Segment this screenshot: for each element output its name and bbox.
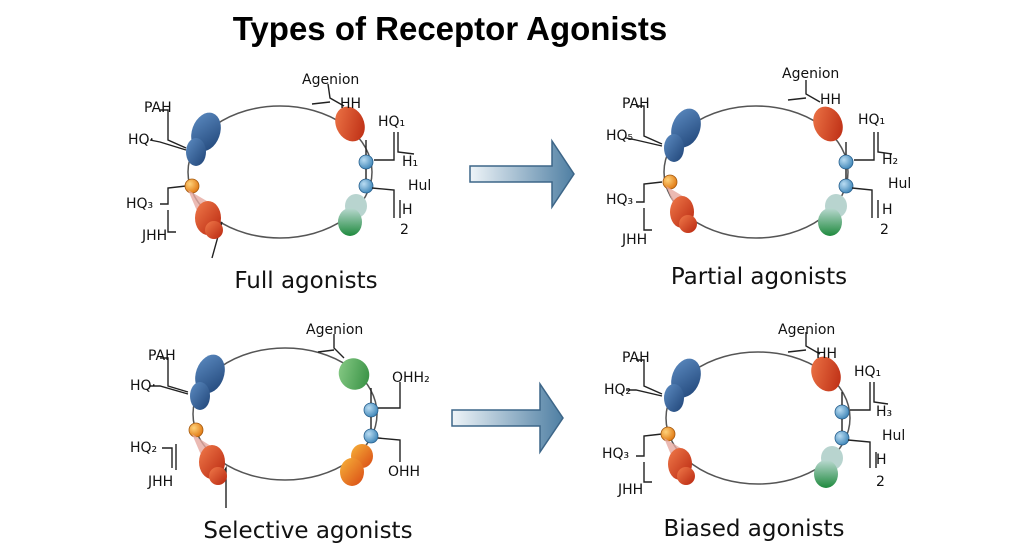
red-domain-top xyxy=(813,106,843,142)
red-domain xyxy=(668,448,695,485)
node-1 xyxy=(838,154,854,170)
blue-domain xyxy=(664,358,701,412)
caption-biased-agonists: Biased agonists xyxy=(663,516,844,542)
label-ho-bottom: HQ₂ xyxy=(130,440,157,456)
label-pah: PAH xyxy=(144,100,172,116)
label-ho-top: HQ₅ xyxy=(606,128,633,144)
label-hh: HH xyxy=(816,346,837,362)
label-jhh: JHH xyxy=(141,228,167,244)
label-ho-top: HQ· xyxy=(128,132,154,148)
panel-selective-agonists: PAH HQ· HQ₂ JHH Agenion OHH₂ OHH Selecti… xyxy=(130,322,430,544)
label-r1: OHH₂ xyxy=(392,370,430,386)
label-r1: HQ₁ xyxy=(858,112,885,128)
label-r3: Hul xyxy=(408,178,431,194)
label-ho-bottom: HQ₃ xyxy=(606,192,633,208)
label-r3: Hul xyxy=(888,176,911,192)
panel-partial-agonists: PAH HQ₅ HQ₃ JHH Agenion HH HQ₁ H₂ Hul H … xyxy=(606,66,911,290)
label-jhh: JHH xyxy=(617,482,643,498)
red-domain-top xyxy=(811,356,841,392)
page-title: Types of Receptor Agonists xyxy=(232,10,668,47)
arrow-bottom xyxy=(451,381,564,455)
junction-node xyxy=(662,174,678,190)
label-r5: 2 xyxy=(876,474,885,490)
node-1 xyxy=(363,402,379,418)
receptor-ring xyxy=(187,105,373,239)
label-r1: HQ₁ xyxy=(378,114,405,130)
red-domain xyxy=(670,196,697,233)
blue-domain xyxy=(186,112,221,166)
label-ho-top: HQ₂ xyxy=(604,382,631,398)
label-agenion: Agenion xyxy=(778,322,835,338)
red-domain-top xyxy=(335,106,365,142)
node-2 xyxy=(838,178,854,194)
green-domain xyxy=(814,446,843,488)
label-ho-bottom: HQ₃ xyxy=(602,446,629,462)
junction-node xyxy=(184,178,200,194)
label-ho-top: HQ· xyxy=(130,378,156,394)
receptor-ring xyxy=(663,105,849,239)
node-1 xyxy=(834,404,850,420)
label-r5: 2 xyxy=(880,222,889,238)
label-r1: HQ₁ xyxy=(854,364,881,380)
label-r2: H₁ xyxy=(402,154,418,170)
caption-full-agonists: Full agonists xyxy=(234,268,377,294)
label-jhh: JHH xyxy=(147,474,173,490)
label-r4: H xyxy=(882,202,893,218)
caption-selective-agonists: Selective agonists xyxy=(203,518,412,544)
panel-full-agonists: PAH HQ· HQ₃ JHH Agenion HH HQ₁ H₁ Hul H … xyxy=(126,72,431,294)
receptor-ring xyxy=(665,351,851,485)
orange-domain xyxy=(340,444,373,486)
label-pah: PAH xyxy=(148,348,176,364)
panel-biased-agonists: PAH HQ₂ HQ₃ JHH Agenion HH HQ₁ H₃ Hul H … xyxy=(602,322,905,542)
caption-partial-agonists: Partial agonists xyxy=(671,264,847,290)
junction-node xyxy=(188,422,204,438)
label-agenion: Agenion xyxy=(782,66,839,82)
label-r4: OHH xyxy=(388,464,420,480)
red-domain xyxy=(199,445,227,485)
blue-domain xyxy=(664,108,701,162)
junction-node xyxy=(660,426,676,442)
label-pah: PAH xyxy=(622,350,650,366)
label-r5: 2 xyxy=(400,222,409,238)
arrow-top xyxy=(469,138,575,210)
label-hh: HH xyxy=(340,96,361,112)
label-pah: PAH xyxy=(622,96,650,112)
green-domain xyxy=(338,194,367,236)
label-jhh: JHH xyxy=(621,232,647,248)
label-r4: H xyxy=(876,452,887,468)
label-agenion: Agenion xyxy=(302,72,359,88)
label-ho-bottom: HQ₃ xyxy=(126,196,153,212)
red-domain xyxy=(195,201,223,239)
label-r2: H₃ xyxy=(876,404,892,420)
node-2 xyxy=(358,178,374,194)
node-2 xyxy=(363,428,379,444)
label-hh: HH xyxy=(820,92,841,108)
blue-domain xyxy=(190,354,225,410)
label-r4: H xyxy=(402,202,413,218)
label-r2: H₂ xyxy=(882,152,898,168)
node-1 xyxy=(358,154,374,170)
green-domain xyxy=(818,194,847,236)
label-agenion: Agenion xyxy=(306,322,363,338)
node-2 xyxy=(834,430,850,446)
label-r3: Hul xyxy=(882,428,905,444)
green-domain-top xyxy=(338,358,370,390)
